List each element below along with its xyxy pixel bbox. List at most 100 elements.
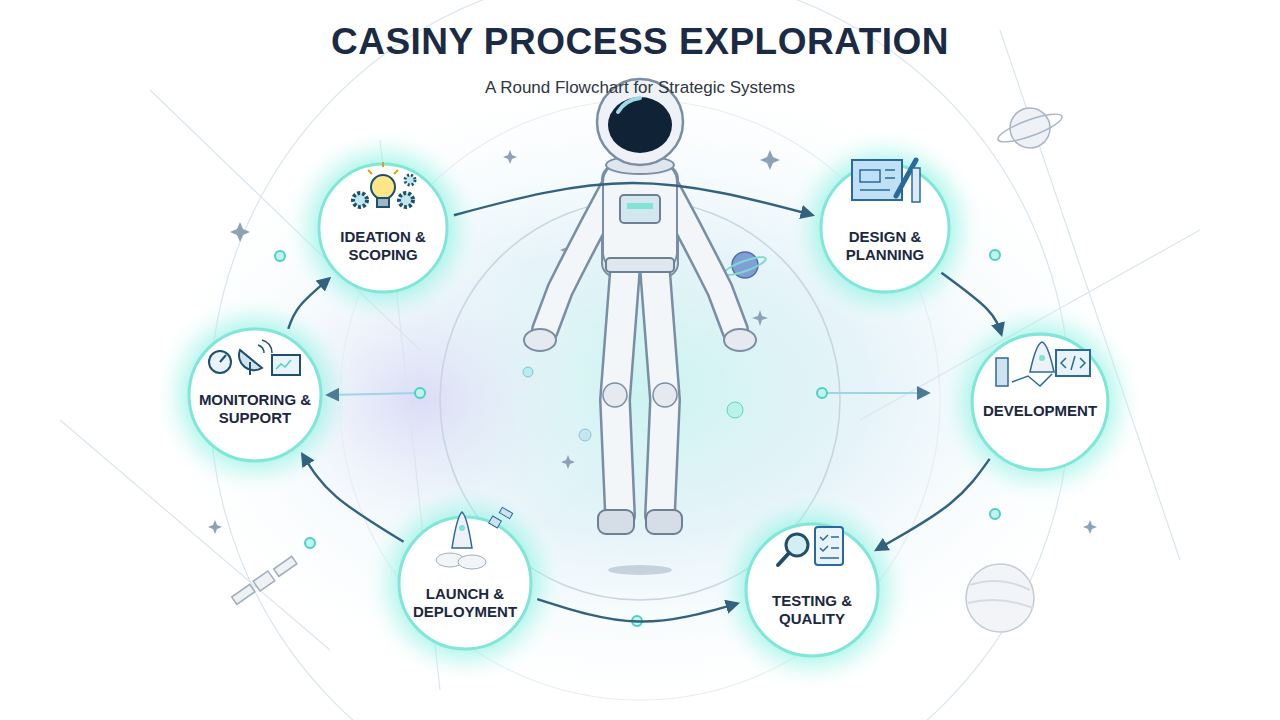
belt: [606, 258, 674, 272]
chest-light: [627, 203, 653, 209]
satellite-body: [253, 571, 275, 591]
satellite-panel: [232, 584, 255, 604]
blueprint: [852, 160, 902, 200]
visor: [608, 97, 672, 153]
spoke-arrow: [822, 392, 928, 394]
planet-ring: [995, 109, 1064, 147]
monitoring-icon: [209, 340, 300, 375]
gauge-needle: [220, 355, 226, 362]
glove: [524, 329, 556, 351]
node-glows: [153, 128, 1144, 692]
testing-icon: [778, 527, 843, 565]
node-label: DEVELOPMENT: [978, 402, 1102, 420]
boot: [646, 510, 682, 534]
development-icon: [996, 342, 1090, 386]
visor-shine: [618, 98, 640, 112]
chest-panel: [620, 195, 660, 223]
flow-arrow: [288, 279, 329, 329]
bubble: [523, 367, 533, 377]
dish-stand: [249, 362, 251, 375]
planet-ring: [723, 254, 768, 278]
cloud: [436, 553, 464, 567]
signal-waves: [258, 340, 272, 353]
cloud: [458, 555, 486, 569]
circle-shape: [821, 164, 949, 292]
magnifier-handle: [778, 553, 789, 565]
process-circle: IDEATION & SCOPING: [317, 162, 449, 294]
ray: [368, 170, 372, 174]
ray: [382, 162, 384, 167]
gear: [399, 193, 413, 207]
circle-shape: [972, 334, 1108, 470]
node-glow: [710, 488, 914, 692]
path-dot: [817, 388, 827, 398]
boot: [598, 510, 634, 534]
ray: [394, 170, 398, 174]
node-glow: [936, 298, 1144, 506]
spoke-arrow: [328, 393, 420, 395]
light-bulb: [371, 175, 395, 199]
path-dot: [990, 250, 1000, 260]
process-circle: TESTING & QUALITY: [744, 522, 880, 658]
sparkle: [752, 310, 768, 326]
node-label: MONITORING & SUPPORT: [197, 391, 313, 427]
circuit-line: [1012, 374, 1052, 386]
process-circle: LAUNCH & DEPLOYMENT: [397, 515, 533, 651]
gear: [353, 193, 367, 207]
code-screen: [1056, 350, 1090, 376]
node-glow: [363, 481, 567, 685]
process-circle: MONITORING & SUPPORT: [187, 327, 323, 463]
node-glow: [785, 128, 985, 328]
sparkle: [561, 455, 575, 469]
clipboard: [815, 527, 843, 565]
path-dot: [305, 538, 315, 548]
pencil: [896, 160, 916, 196]
node-glow: [153, 293, 357, 497]
node-label: TESTING & QUALITY: [762, 592, 862, 628]
path-dot: [990, 509, 1000, 519]
sparkle: [230, 222, 250, 242]
circle-shape: [399, 517, 531, 649]
arm-outline: [545, 190, 612, 330]
ruler: [912, 168, 920, 202]
satellite-panel: [274, 556, 297, 576]
node-glow: [283, 128, 483, 328]
launch-icon: [436, 507, 513, 569]
satellite-panel: [499, 507, 512, 518]
diagram-title: CASINY PROCESS EXPLORATION: [0, 20, 1280, 64]
node-label: LAUNCH & DEPLOYMENT: [409, 585, 521, 621]
bubble: [727, 402, 743, 418]
rocket-window: [1039, 355, 1045, 361]
flow-arrow: [941, 273, 1001, 335]
bubble: [579, 429, 591, 441]
flow-arrow: [537, 599, 737, 621]
magnifier: [786, 534, 808, 556]
flow-arrow: [302, 454, 403, 541]
circle-outline: [397, 515, 533, 651]
torso: [603, 162, 677, 272]
planet-band: [968, 581, 1033, 608]
astronaut: [524, 79, 756, 575]
center-glow: [120, 60, 1160, 720]
circle-shape: [319, 164, 447, 292]
glove: [724, 329, 756, 351]
bulb-base: [377, 198, 389, 207]
sparkle: [208, 520, 222, 534]
path-dot: [275, 251, 285, 261]
checklist: [820, 535, 839, 558]
design-icon: [852, 160, 920, 202]
circle-outline: [744, 522, 880, 658]
planet: [966, 564, 1034, 632]
rocket: [1030, 342, 1054, 372]
circle-shape: [189, 329, 321, 461]
arm: [545, 190, 612, 330]
path-dot: [632, 616, 642, 626]
arm-outline: [668, 190, 735, 330]
rocket-window: [459, 525, 465, 531]
sparkles: [208, 150, 1097, 534]
flow-arrow: [454, 183, 812, 215]
flow-arrow: [876, 459, 989, 550]
monitor: [272, 355, 300, 375]
heading-block: CASINY PROCESS EXPLORATIONA Round Flowch…: [0, 20, 1280, 98]
